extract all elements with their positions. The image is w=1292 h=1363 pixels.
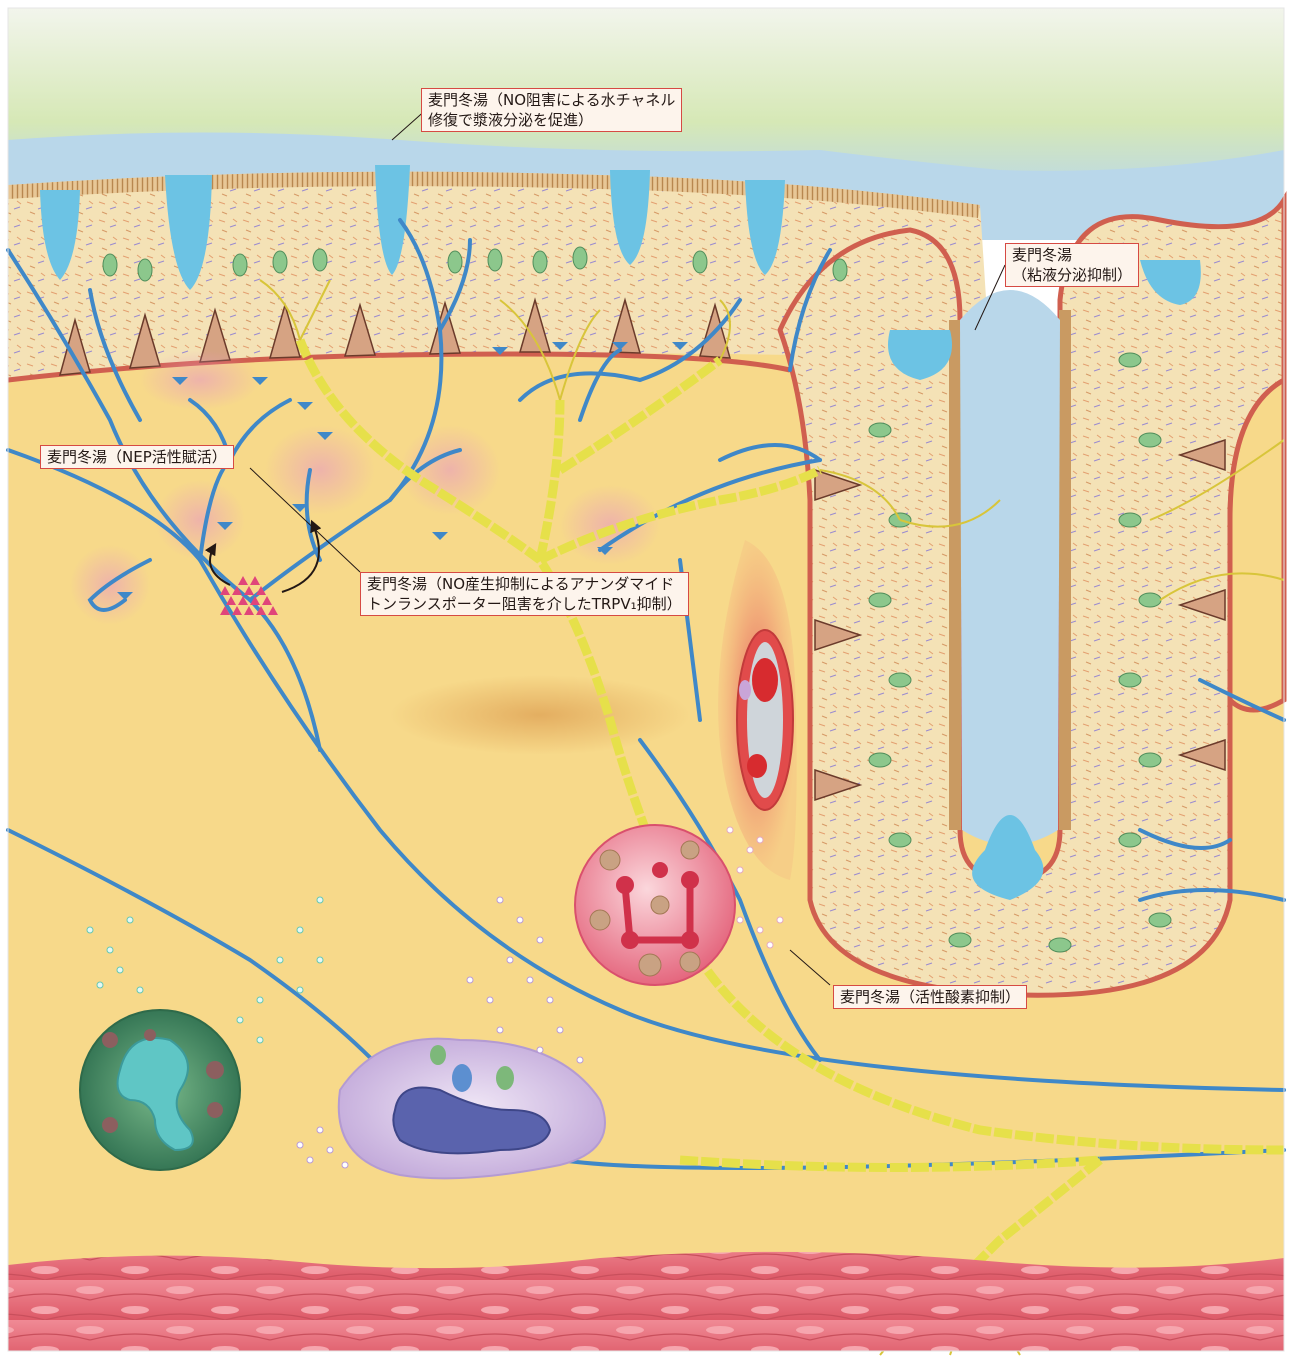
label-trpv1-line2: トンランスポーター阻害を介したTRPV₁抑制）	[367, 594, 682, 614]
label-trpv1-inhibition: 麦門冬湯（NO産生抑制によるアナンダマイド トンランスポーター阻害を介したTRP…	[360, 572, 689, 616]
label-water-channel: 麦門冬湯（NO阻害による水チャネル 修復で漿液分泌を促進）	[421, 88, 682, 132]
label-mucus-inhibition: 麦門冬湯 （粘液分泌抑制）	[1005, 243, 1139, 287]
label-water-channel-line1: 麦門冬湯（NO阻害による水チャネル	[428, 90, 675, 110]
label-nep-line1: 麦門冬湯（NEP活性賦活）	[47, 447, 227, 467]
label-trpv1-line1: 麦門冬湯（NO産生抑制によるアナンダマイド	[367, 574, 682, 594]
label-mucus-line2: （粘液分泌抑制）	[1012, 265, 1132, 285]
label-ros-inhibition: 麦門冬湯（活性酸素抑制）	[833, 985, 1027, 1009]
label-mucus-line1: 麦門冬湯	[1012, 245, 1132, 265]
label-water-channel-line2: 修復で漿液分泌を促進）	[428, 110, 675, 130]
label-ros-line1: 麦門冬湯（活性酸素抑制）	[840, 987, 1020, 1007]
gland-duct	[960, 290, 1060, 845]
label-nep-activation: 麦門冬湯（NEP活性賦活）	[40, 445, 234, 469]
eosinophil-cell	[80, 1010, 240, 1170]
mast-cell	[575, 825, 735, 985]
